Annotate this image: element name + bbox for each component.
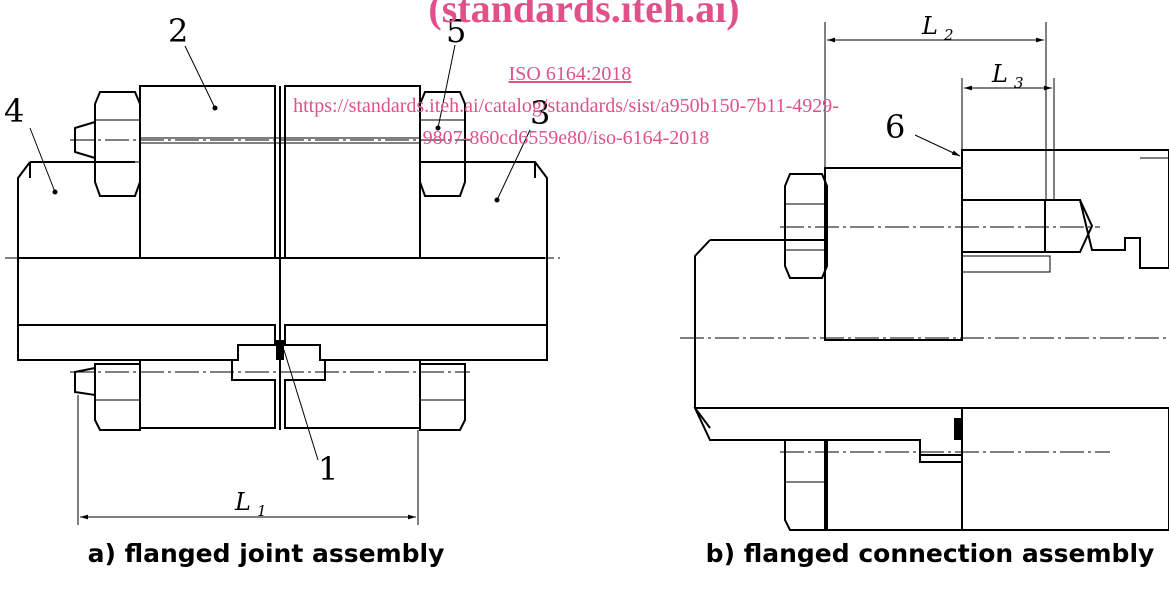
right-pipe-outline (420, 161, 548, 340)
leader-1 (283, 349, 319, 461)
pipe-outline-b (694, 239, 825, 429)
left-flange-section (139, 359, 276, 429)
pipe-section-b (693, 407, 963, 456)
flanged-joint-assembly-view (5, 44, 560, 525)
thread-section (961, 255, 1051, 273)
leader-6 (914, 134, 961, 157)
caption-b: b) flanged connection assembly (706, 539, 1155, 568)
leader-2 (184, 45, 216, 109)
hex-nut-upper-b (784, 173, 828, 279)
seal-ring-b (954, 418, 962, 440)
watermark-standard[interactable]: ISO 6164:2018 (509, 63, 632, 85)
bolt-end-upper (74, 120, 96, 160)
left-pipe-section (17, 324, 276, 361)
left-pipe-outline (17, 161, 135, 340)
port-block-lower (961, 407, 1169, 531)
bolt-end-lower (74, 366, 96, 397)
block-edge (1100, 149, 1169, 159)
callout-5: 5 (446, 12, 466, 50)
leader-dot (494, 197, 500, 203)
hex-nut-upper-right (419, 91, 466, 197)
caption-a: a) flanged joint assembly (88, 539, 445, 568)
leader-5 (437, 44, 456, 129)
port-block-upper (961, 149, 1169, 269)
leader-dot (212, 105, 218, 111)
leader-3 (496, 129, 531, 201)
callout-4: 4 (4, 92, 24, 130)
hex-nut-lower-right (419, 363, 466, 431)
leader-dot (435, 125, 441, 131)
callout-6: 6 (885, 108, 905, 146)
hex-nut-lower-b (784, 439, 828, 531)
flange-lower-b (824, 439, 963, 531)
leader-dot (52, 189, 58, 195)
watermark-url-line2[interactable]: 9807-860cd6559e80/iso-6164-2018 (423, 127, 710, 149)
right-flange-section (284, 359, 421, 429)
stud-end-b (1045, 199, 1094, 253)
hex-nut-upper-left (94, 91, 141, 197)
stud-b (962, 199, 1046, 253)
flanged-connection-assembly-view (680, 22, 1169, 531)
watermark-url-line1[interactable]: https://standards.iteh.ai/catalog/standa… (293, 95, 839, 117)
leader-4 (29, 127, 56, 193)
flange-upper-b (824, 167, 963, 341)
right-pipe-section (284, 324, 548, 361)
callout-1: 1 (318, 450, 338, 488)
left-flange-upper (139, 85, 276, 259)
callout-3: 3 (530, 94, 550, 132)
seal-ring (276, 340, 284, 360)
callout-2: 2 (168, 12, 188, 50)
hex-nut-lower-left (94, 363, 141, 431)
watermark-title: (standards.iteh.ai) (428, 0, 739, 31)
